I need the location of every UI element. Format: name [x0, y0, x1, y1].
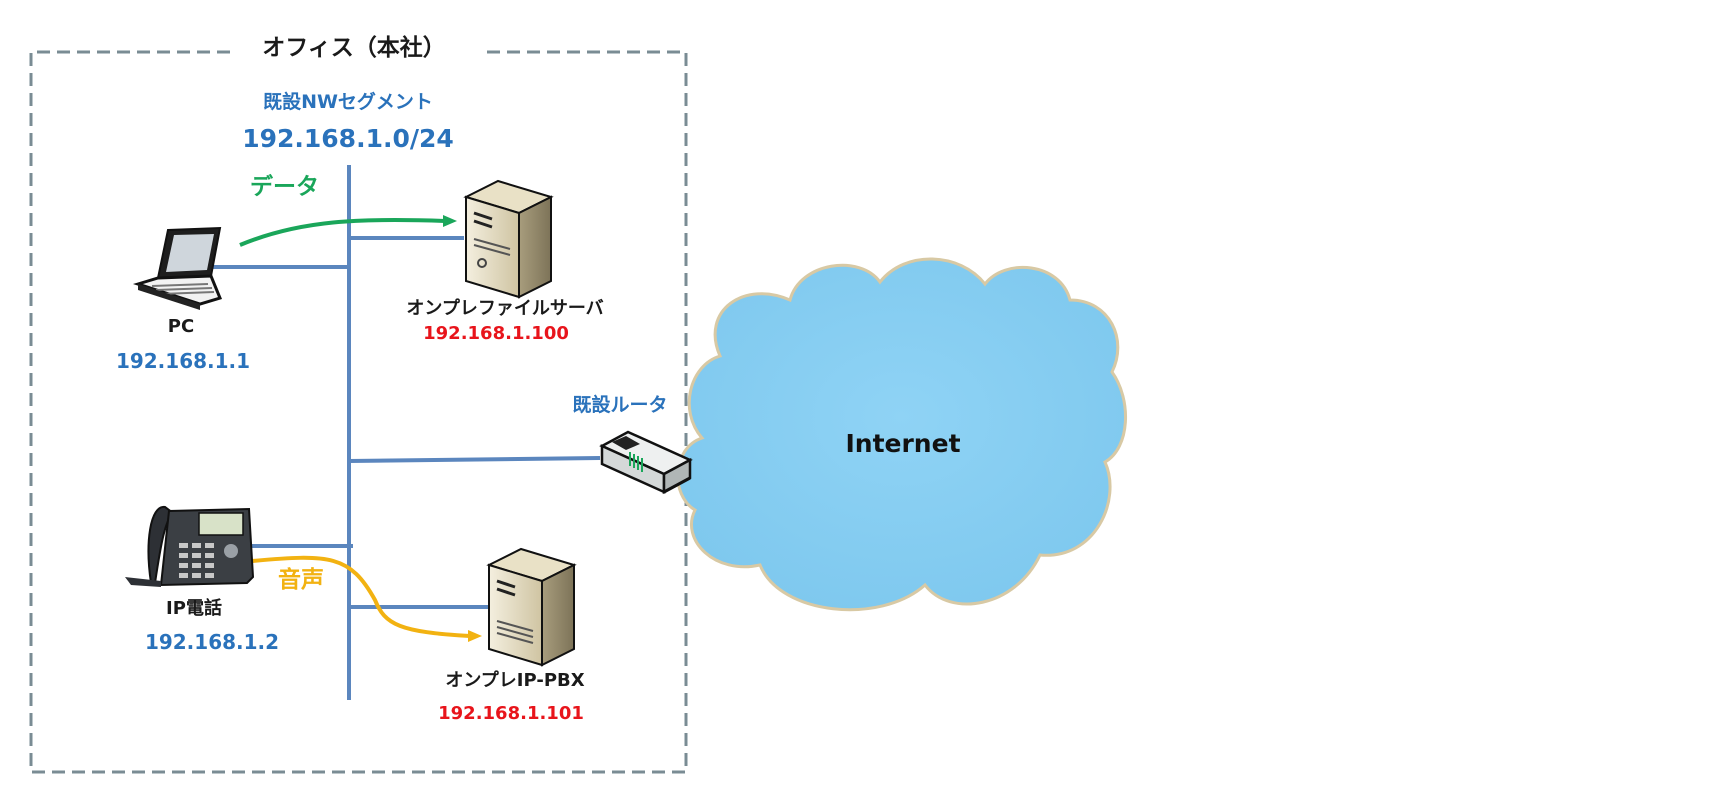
ip-pbx-icon [486, 547, 577, 667]
internet-cloud [676, 257, 1128, 612]
voice-flow-label: 音声 [278, 567, 324, 593]
ip-pbx-label: オンプレIP-PBX [445, 670, 585, 691]
desk-phone-icon [125, 506, 255, 587]
file-server-label: オンプレファイルサーバ [406, 298, 604, 319]
file-server-icon [463, 179, 554, 299]
file-server-ip: 192.168.1.100 [423, 323, 569, 344]
pc-ip: 192.168.1.1 [115, 349, 251, 373]
internet-label: Internet [845, 429, 961, 458]
data-flow-label: データ [250, 174, 319, 200]
voice-flow-arrow [251, 555, 482, 642]
data-flow-arrow [239, 215, 457, 247]
segment-name: 既設NWセグメント [263, 91, 433, 113]
ip-pbx-ip: 192.168.1.101 [438, 703, 584, 724]
segment-address: 192.168.1.0/24 [242, 124, 454, 153]
router-label: 既設ルータ [572, 394, 668, 416]
pc-label: PC [167, 316, 195, 337]
router-icon [599, 430, 693, 495]
link-router [348, 456, 601, 463]
laptop-icon [132, 226, 223, 310]
network-links [212, 236, 601, 609]
ip-phone-ip: 192.168.1.2 [144, 630, 280, 654]
ip-phone-label: IP電話 [166, 598, 222, 619]
office-title: オフィス（本社） [262, 35, 446, 61]
office-boundary [29, 50, 688, 774]
